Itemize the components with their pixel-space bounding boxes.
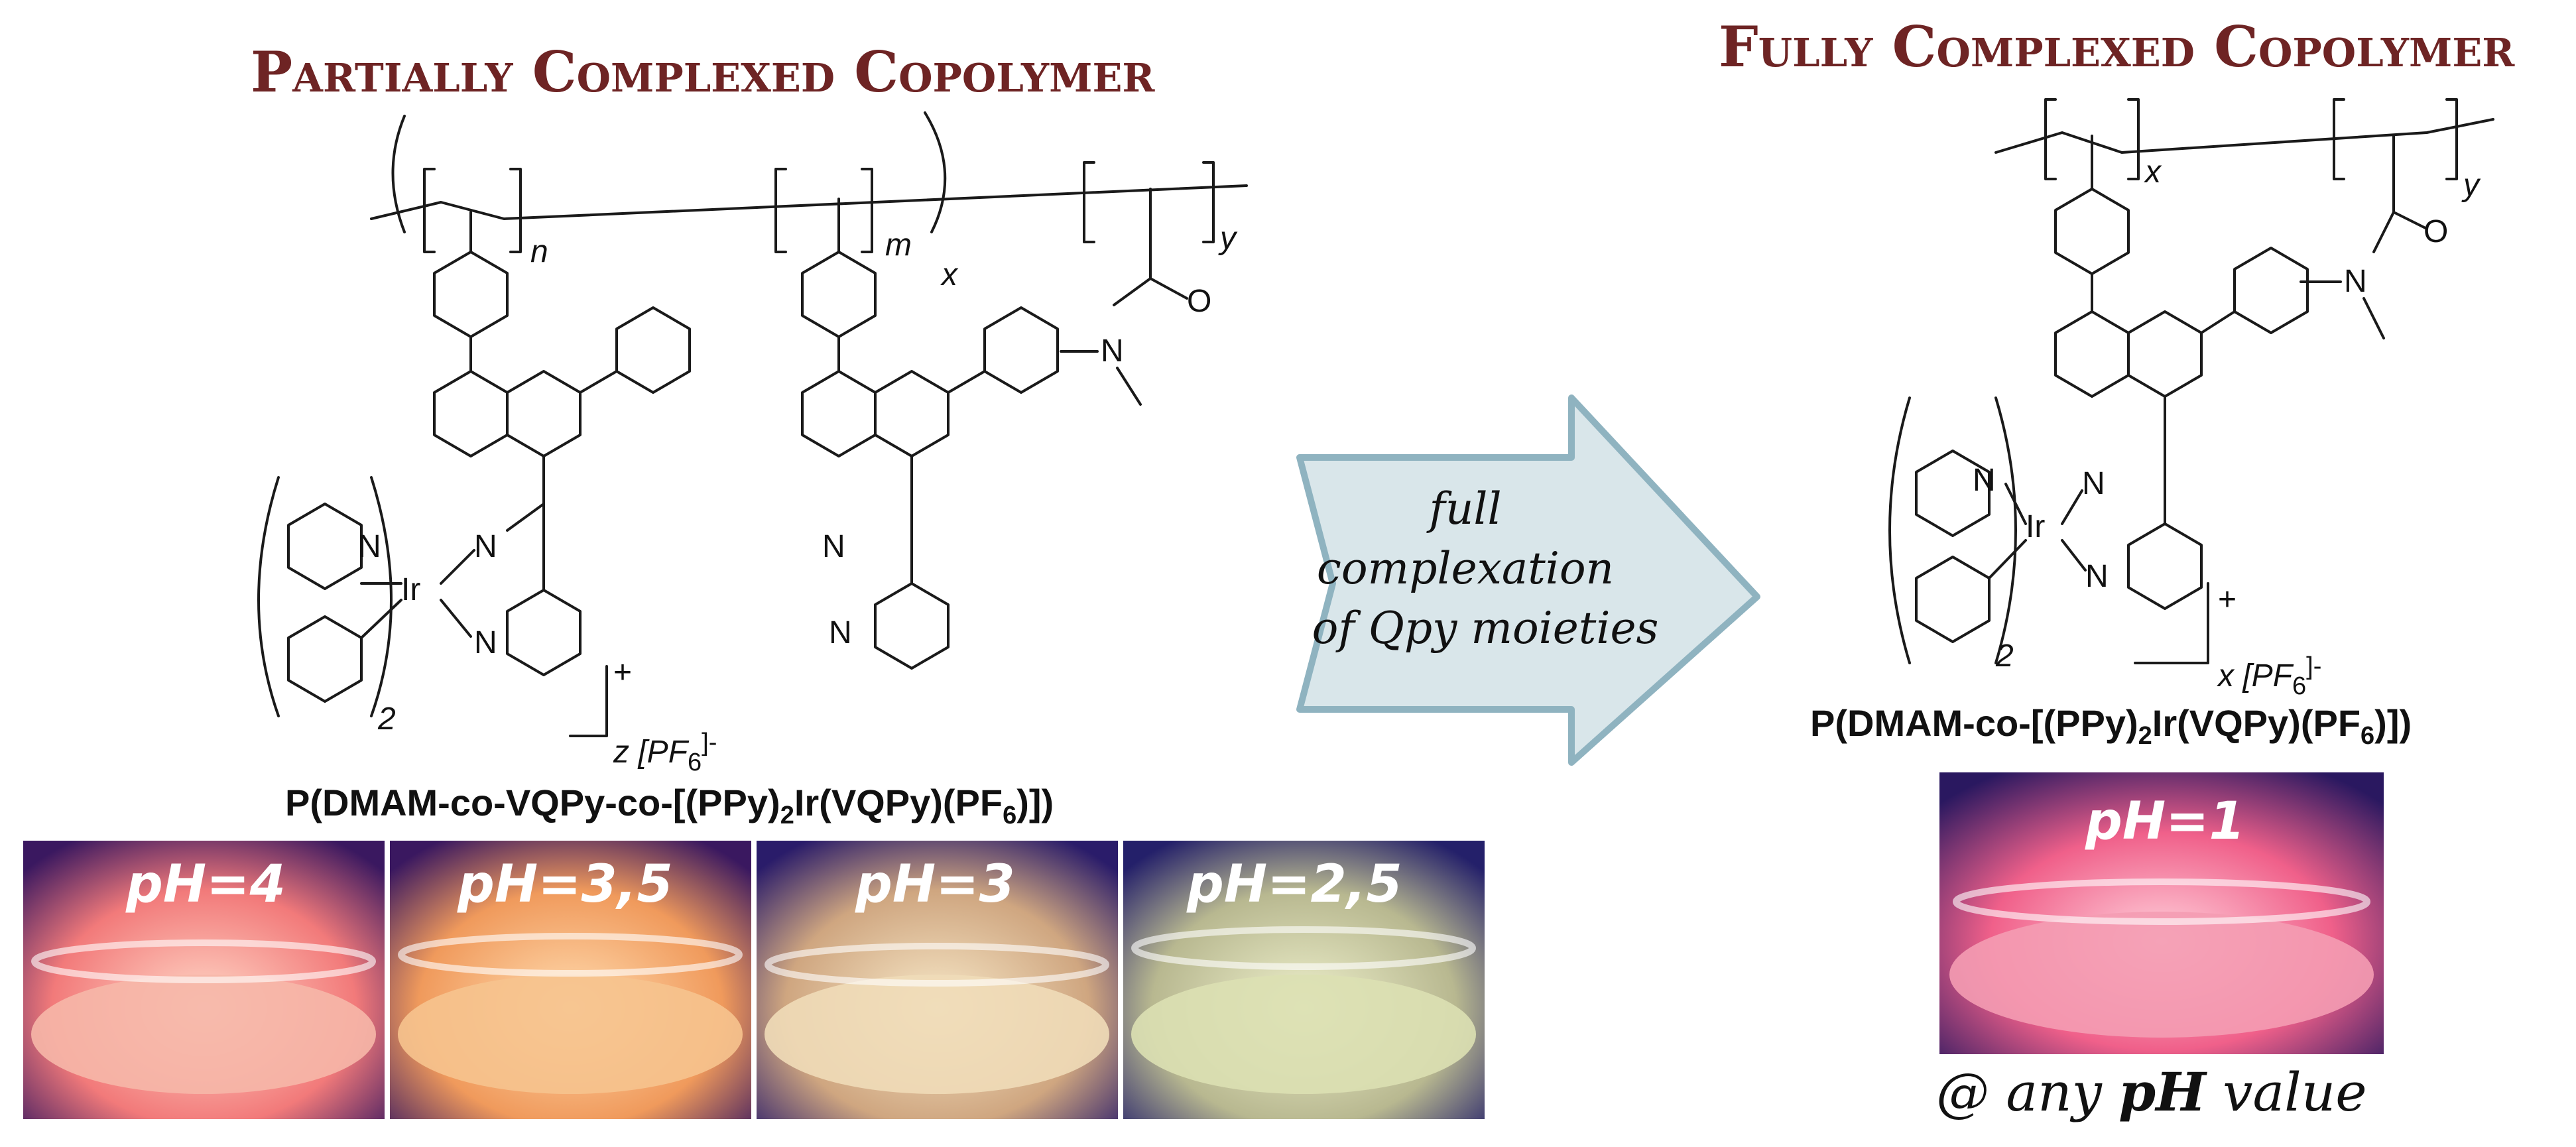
atom-N-ppy-left: N [358, 529, 381, 564]
label-m: m [885, 227, 912, 263]
right-copolymer-structure: x y N N Ir N 2 + x [PF6]- O N [1888, 98, 2494, 700]
photo-label-ph25: pH=2,5 [1186, 855, 1402, 914]
atom-N-quinoline2: N [822, 529, 845, 564]
left-heading: Partially Complexed Copolymer [251, 39, 1155, 105]
arrow-text-line1: full [1426, 483, 1501, 534]
label-x-right: x [2144, 154, 2162, 190]
label-n: n [530, 234, 548, 269]
label-two-left: 2 [377, 701, 396, 737]
photo-strip-left: pH=4 pH=3,5 pH=3 pH=2,5 [23, 841, 1485, 1119]
photo-label-ph1: pH=1 [2085, 792, 2245, 851]
photo-ph35: pH=3,5 [390, 841, 751, 1119]
plus-right: + [2218, 582, 2237, 617]
atom-N-quinoline-right: N [2082, 466, 2105, 501]
photo-ph4: pH=4 [23, 841, 385, 1119]
label-x-left: x [940, 257, 959, 292]
atom-Ir-left: Ir [401, 572, 420, 607]
left-formula: P(DMAM-co-VQPy-co-[(PPy)2Ir(VQPy)(PF6)]) [285, 782, 1054, 829]
atom-N-amide-right: N [2344, 264, 2367, 299]
atom-N-pyridyl2: N [829, 615, 852, 650]
backbone-left [370, 184, 1248, 220]
atom-Ir-right: Ir [2026, 509, 2045, 544]
footer-note: @ any pH value [1936, 1061, 2367, 1123]
atom-N-pyridyl-right: N [2085, 559, 2109, 594]
counterion-left: z [PF6]- [613, 729, 717, 776]
outer-paren-right [924, 111, 947, 233]
right-formula: P(DMAM-co-[(PPy)2Ir(VQPy)(PF6)]) [1810, 702, 2412, 750]
right-heading: Fully Complexed Copolymer [1719, 14, 2515, 80]
label-two-right: 2 [1995, 638, 2014, 674]
reaction-arrow: full complexation of Qpy moieties [1296, 394, 1760, 766]
photo-ph3: pH=3 [757, 841, 1118, 1119]
photo-ph1: pH=1 [1939, 772, 2384, 1054]
photo-ph25: pH=2,5 [1123, 841, 1485, 1119]
photo-label-ph3: pH=3 [855, 855, 1015, 914]
atom-O-right: O [2423, 214, 2448, 249]
atom-O-left: O [1187, 284, 1211, 319]
photo-label-ph35: pH=3,5 [457, 855, 673, 914]
label-y-left: y [1218, 221, 1238, 256]
atom-N-amide-left: N [1101, 333, 1124, 369]
photo-label-ph4: pH=4 [125, 855, 286, 914]
arrow-text-line2: complexation [1317, 543, 1614, 594]
counterion-right: x [PF6]- [2217, 652, 2321, 700]
atom-N-pyridyl1: N [474, 625, 497, 660]
arrow-text-line3: of Qpy moieties [1312, 603, 1659, 654]
arrow-shape [1296, 394, 1760, 766]
outer-paren-left [391, 115, 406, 233]
atom-N-ppy-right: N [1973, 463, 1996, 498]
atom-N-quinoline1: N [474, 529, 497, 564]
label-y-right: y [2461, 168, 2481, 203]
left-copolymer-structure: n m x y N N Ir N [257, 111, 1248, 776]
plus-left: + [613, 655, 632, 690]
